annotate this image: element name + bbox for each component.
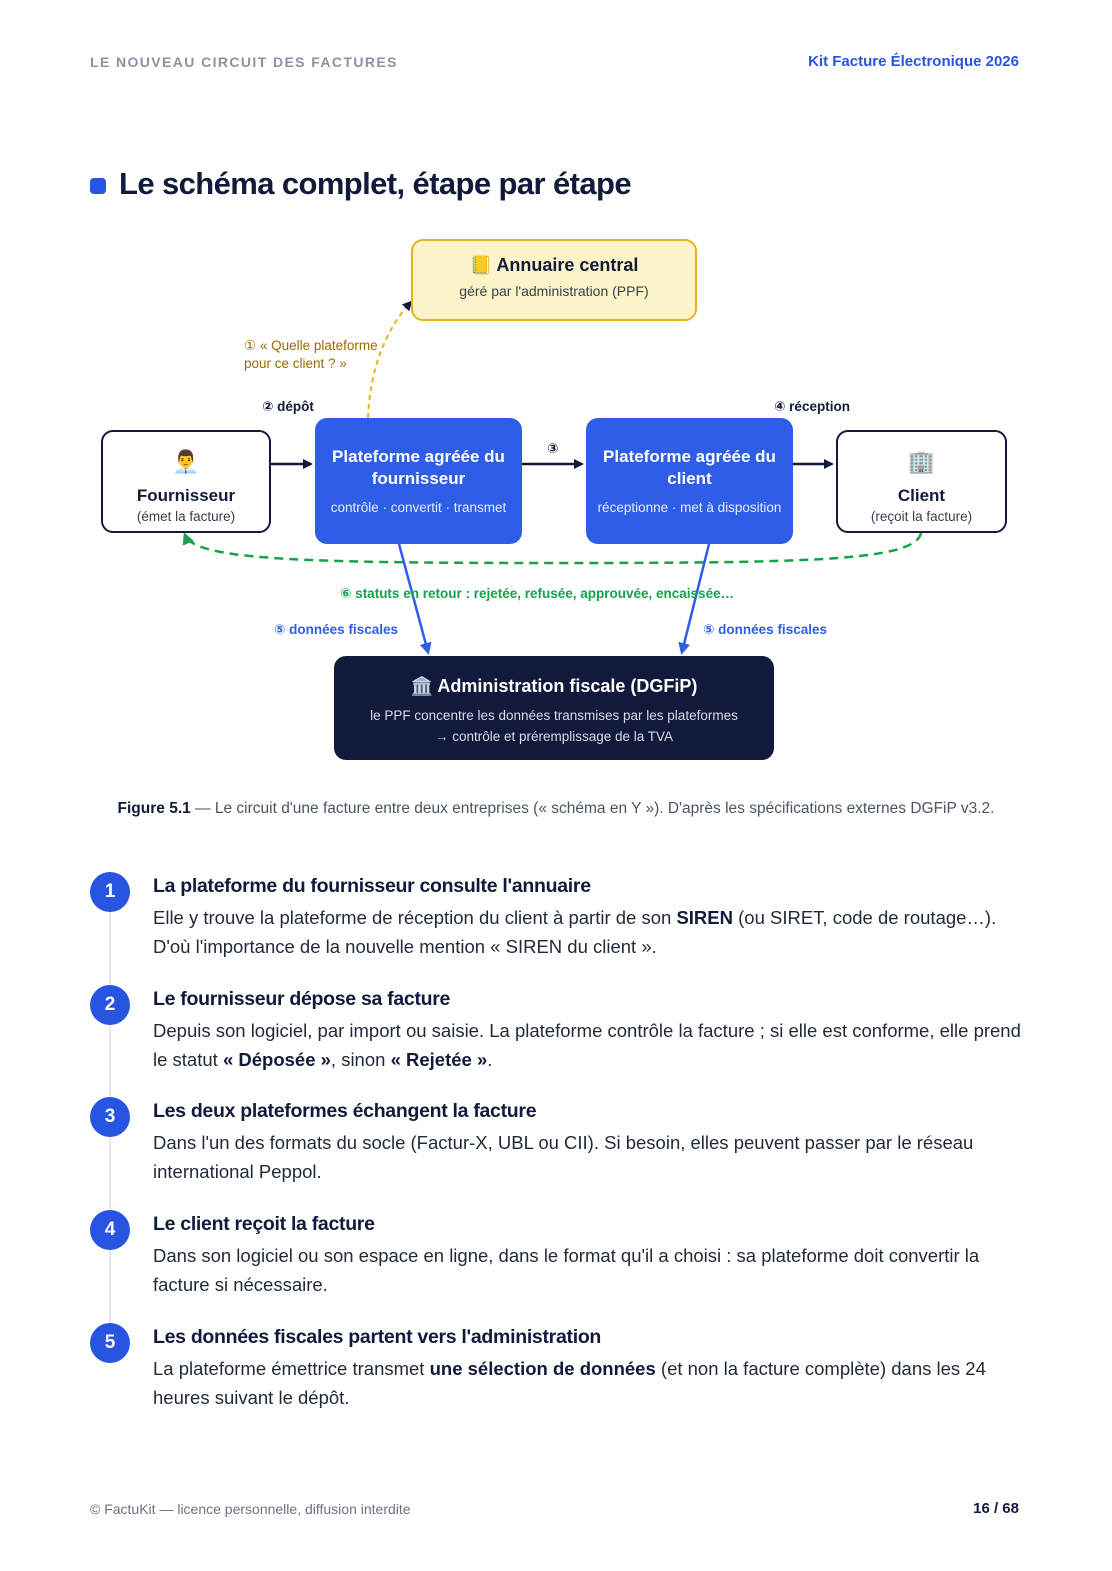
- running-header-section: LE NOUVEAU CIRCUIT DES FACTURES: [90, 54, 398, 70]
- step-title: Le fournisseur dépose sa facture: [153, 988, 451, 1010]
- dgfip-title: Administration fiscale (DGFiP): [437, 676, 698, 696]
- client-title: Client: [897, 486, 946, 505]
- fiscal-data-label-left: ⑤ données fiscales: [274, 622, 398, 637]
- invoice-flow-diagram: 📒 Annuaire central géré par l'administra…: [101, 239, 1007, 760]
- fournisseur-box: 👨‍💼 Fournisseur (émet la facture): [101, 430, 271, 533]
- step-description: Elle y trouve la plateforme de réception…: [153, 907, 997, 957]
- page-title: Le schéma complet, étape par étape: [119, 166, 632, 201]
- step-title: Le client reçoit la facture: [153, 1213, 375, 1235]
- status-return-label: ⑥ statuts en retour : rejetée, refusée, …: [340, 586, 735, 601]
- annuaire-query-line: [367, 300, 413, 419]
- figure-caption-text: — Le circuit d'une facture entre deux en…: [190, 800, 995, 817]
- annuaire-title: Annuaire central: [496, 255, 639, 275]
- plateforme-client-title: Plateforme agréée du client: [603, 447, 776, 488]
- client-box: 🏢 Client (reçoit la facture): [836, 430, 1007, 533]
- step-number-badge: 5: [90, 1323, 130, 1363]
- annuaire-subtitle: géré par l'administration (PPF): [459, 283, 649, 299]
- office-building-icon: 🏢: [907, 449, 936, 474]
- client-subtitle: (reçoit la facture): [870, 509, 973, 524]
- fiscal-arrow-right: [678, 543, 711, 655]
- step-number-badge: 4: [90, 1210, 130, 1250]
- title-bullet: [90, 178, 106, 194]
- annuaire-central-box: 📒 Annuaire central géré par l'administra…: [411, 239, 697, 321]
- step-title: Les données fiscales partent vers l'admi…: [153, 1326, 602, 1348]
- status-return-line: [182, 532, 923, 565]
- exchange-label: ③: [547, 441, 559, 456]
- step-number-badge: 1: [90, 872, 130, 912]
- plateforme-fournisseur-box: Plateforme agréée du fournisseur contrôl…: [315, 418, 522, 544]
- step-description: Dans son logiciel ou son espace en ligne…: [153, 1245, 980, 1295]
- classical-building-icon: 🏛️: [410, 676, 434, 696]
- plateforme-fournisseur-title: Plateforme agréée du fournisseur: [332, 447, 505, 488]
- step-description: Depuis son logiciel, par import ou saisi…: [153, 1020, 1021, 1070]
- diagram-connectors: [182, 300, 923, 655]
- dgfip-subtitle-line2: → contrôle et préremplissage de la TVA: [434, 729, 674, 744]
- figure-label: Figure 5.1: [117, 800, 191, 817]
- step-description: Dans l'un des formats du socle (Factur-X…: [153, 1132, 974, 1182]
- page-number: 16 / 68: [973, 1500, 1019, 1517]
- plateforme-fournisseur-subtitle: contrôle · convertit · transmet: [330, 500, 507, 515]
- fournisseur-title: Fournisseur: [136, 486, 236, 505]
- depot-label: ② dépôt: [262, 399, 314, 414]
- step-number-badge: 2: [90, 985, 130, 1025]
- reception-label: ④ réception: [774, 399, 850, 414]
- step-description: La plateforme émettrice transmet une sél…: [153, 1358, 986, 1408]
- notebook-icon: 📒: [469, 255, 493, 275]
- footer-copyright: © FactuKit — licence personnelle, diffus…: [90, 1501, 411, 1517]
- businessman-icon: 👨‍💼: [172, 449, 200, 474]
- step-title: La plateforme du fournisseur consulte l'…: [153, 875, 591, 897]
- figure-caption: Figure 5.1 — Le circuit d'une facture en…: [90, 797, 1022, 821]
- annuaire-query-label: ① « Quelle plateforme pour ce client ? »: [244, 338, 378, 371]
- dgfip-box: 🏛️ Administration fiscale (DGFiP) le PPF…: [334, 656, 774, 760]
- fournisseur-subtitle: (émet la facture): [136, 509, 236, 524]
- fiscal-data-label-right: ⑤ données fiscales: [703, 622, 827, 637]
- step-number-badge: 3: [90, 1097, 130, 1137]
- running-header-kit: Kit Facture Électronique 2026: [808, 53, 1019, 70]
- dgfip-subtitle-line1: le PPF concentre les données transmises …: [370, 708, 738, 723]
- fiscal-arrow-left: [397, 543, 432, 655]
- plateforme-client-subtitle: réceptionne · met à disposition: [597, 500, 782, 515]
- plateforme-client-box: Plateforme agréée du client réceptionne …: [586, 418, 793, 544]
- step-title: Les deux plateformes échangent la factur…: [153, 1100, 537, 1122]
